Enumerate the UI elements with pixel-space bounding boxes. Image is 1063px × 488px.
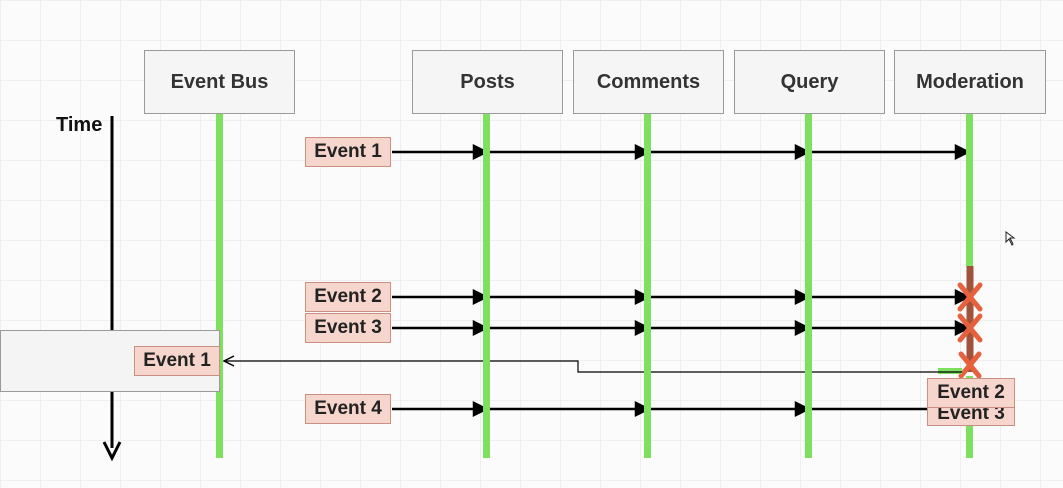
lifeline-query <box>805 114 812 458</box>
return-arrow-head <box>222 355 235 367</box>
mouse-cursor-icon <box>1005 231 1016 246</box>
service-moderation: Moderation <box>894 50 1046 114</box>
event-1-box: Event 1 <box>305 137 391 167</box>
event-1-arrows <box>392 143 971 161</box>
event-3-arrows <box>392 319 971 337</box>
lifeline-comments <box>644 114 651 458</box>
time-axis-arrowhead <box>102 441 122 462</box>
blocked-x-markers <box>957 282 983 379</box>
queued-event-2-box: Event 2 <box>927 378 1015 408</box>
lifeline-posts <box>483 114 490 458</box>
return-arrow-line <box>226 360 962 373</box>
service-query: Query <box>734 50 885 114</box>
service-comments: Comments <box>573 50 724 114</box>
event-4-arrows <box>392 400 930 418</box>
service-posts: Posts <box>412 50 563 114</box>
service-event-bus: Event Bus <box>144 50 295 114</box>
time-label: Time <box>56 114 103 136</box>
event-2-box: Event 2 <box>305 282 391 312</box>
lifeline-moderation <box>966 114 973 266</box>
returned-event-box: Event 1 <box>134 346 220 376</box>
event-4-box: Event 4 <box>305 394 391 424</box>
event-2-arrows <box>392 288 971 306</box>
event-3-box: Event 3 <box>305 313 391 343</box>
lifeline-event-bus <box>216 114 223 458</box>
